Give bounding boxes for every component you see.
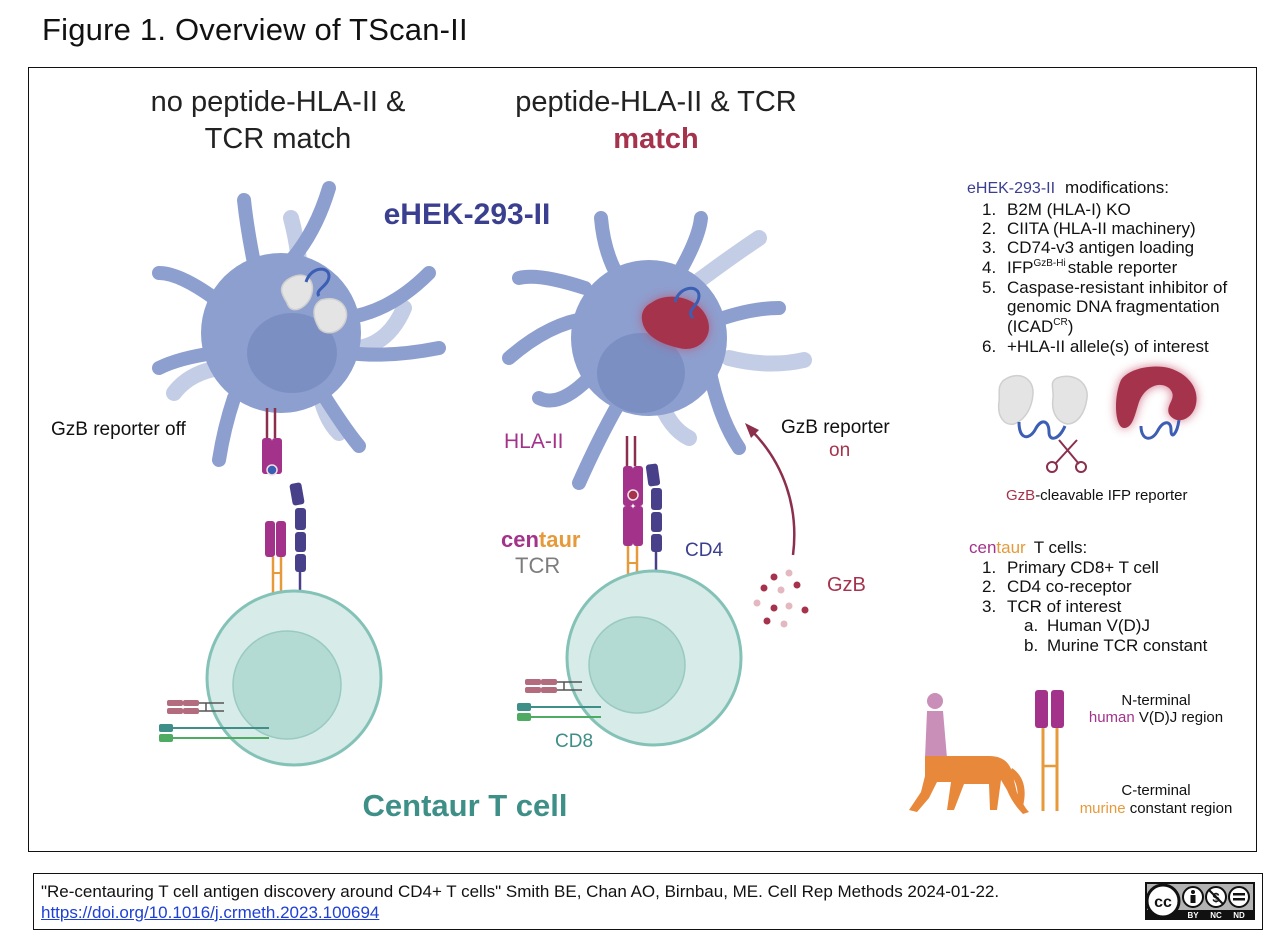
svg-text:2.: 2. bbox=[982, 219, 996, 238]
right-heading-match: match bbox=[613, 123, 698, 155]
gzb-reporter-off-label: GzB reporter off bbox=[51, 419, 187, 440]
svg-text:6.: 6. bbox=[982, 337, 996, 356]
cd4-left bbox=[289, 482, 306, 603]
cd8-label: CD8 bbox=[555, 731, 593, 752]
right-heading-line1: peptide-HLA-II & TCR bbox=[515, 86, 797, 118]
centaur-tcr-chain bbox=[1035, 690, 1064, 811]
svg-text:2.: 2. bbox=[982, 577, 996, 596]
gzb-label: GzB bbox=[827, 574, 866, 596]
cc-icon bbox=[1145, 883, 1181, 919]
tcr-label: TCR bbox=[515, 553, 560, 578]
svg-text:Primary CD8+ T cell: Primary CD8+ T cell bbox=[1007, 558, 1159, 577]
svg-text:(ICADCR): (ICADCR) bbox=[1007, 317, 1073, 336]
ehek-label: eHEK-293-II bbox=[384, 198, 551, 231]
cc-icon-text: cc bbox=[1154, 894, 1172, 911]
svg-text:5.: 5. bbox=[982, 278, 996, 297]
gzb-granules bbox=[753, 569, 809, 628]
svg-text:Caspase-resistant inhibitor of: Caspase-resistant inhibitor of bbox=[1007, 278, 1227, 297]
svg-text:Murine TCR constant: Murine TCR constant bbox=[1047, 636, 1208, 655]
figure-panel: no peptide-HLA-II & TCR match peptide-HL… bbox=[28, 67, 1257, 852]
svg-text:4.: 4. bbox=[982, 258, 996, 277]
hla-ii-left bbox=[262, 408, 282, 476]
centaur-tcr-label: centaur bbox=[501, 527, 581, 552]
ifp-reporter-illustration bbox=[997, 366, 1197, 473]
svg-text:ND: ND bbox=[1233, 911, 1245, 920]
hla-ii-label: HLA-II bbox=[504, 430, 564, 453]
gzb-arrow bbox=[750, 429, 796, 556]
scissors-icon bbox=[1046, 439, 1087, 473]
svg-text:3.: 3. bbox=[982, 597, 996, 616]
svg-text:1.: 1. bbox=[982, 558, 996, 577]
svg-text:CIITA (HLA-II machinery): CIITA (HLA-II machinery) bbox=[1007, 219, 1196, 238]
centaur-t-cell-label: Centaur T cell bbox=[363, 788, 568, 823]
t-cell-right bbox=[517, 569, 743, 747]
svg-text:CD74-v3 antigen loading: CD74-v3 antigen loading bbox=[1007, 238, 1194, 257]
n-terminal-line2: human V(D)J region bbox=[1089, 709, 1223, 726]
svg-text:+HLA-II allele(s) of interest: +HLA-II allele(s) of interest bbox=[1007, 337, 1209, 356]
citation-box: "Re-centauring T cell antigen discovery … bbox=[33, 873, 1263, 930]
svg-text:Human V(D)J: Human V(D)J bbox=[1047, 616, 1150, 635]
hla-ii-tcr-complex bbox=[623, 436, 643, 580]
svg-text:NC: NC bbox=[1210, 911, 1222, 920]
c-terminal-line1: C-terminal bbox=[1121, 782, 1190, 799]
cc-license-badge[interactable]: cc $ BY NC ND bbox=[1145, 882, 1255, 920]
centaur-figure bbox=[909, 693, 1029, 814]
svg-text:B2M (HLA-I) KO: B2M (HLA-I) KO bbox=[1007, 200, 1131, 219]
gzb-reporter-on-label: GzB reporter bbox=[781, 417, 890, 438]
figure-title: Figure 1. Overview of TScan-II bbox=[42, 12, 468, 47]
gzb-arrowhead bbox=[745, 423, 759, 438]
cd4-label: CD4 bbox=[685, 540, 723, 561]
svg-text:b.: b. bbox=[1024, 636, 1038, 655]
overview-diagram: no peptide-HLA-II & TCR match peptide-HL… bbox=[51, 86, 1233, 823]
c-terminal-line2: murine constant region bbox=[1080, 800, 1233, 817]
ehek-cell-left bbox=[152, 181, 446, 476]
svg-text:3.: 3. bbox=[982, 238, 996, 257]
svg-text:1.: 1. bbox=[982, 200, 996, 219]
t-cell-left bbox=[159, 589, 383, 767]
svg-text:BY: BY bbox=[1187, 911, 1199, 920]
gzb-on-label: on bbox=[829, 440, 850, 461]
svg-text:genomic DNA fragmentation: genomic DNA fragmentation bbox=[1007, 297, 1220, 316]
doi-link[interactable]: https://doi.org/10.1016/j.crmeth.2023.10… bbox=[41, 903, 380, 922]
left-heading-line1: no peptide-HLA-II & bbox=[151, 86, 406, 118]
svg-text:TCR of interest: TCR of interest bbox=[1007, 597, 1122, 616]
citation-text: "Re-centauring T cell antigen discovery … bbox=[41, 882, 1000, 901]
nd-icon bbox=[1228, 886, 1250, 908]
left-heading-line2: TCR match bbox=[205, 123, 352, 155]
ehek-cell-right bbox=[502, 211, 812, 490]
n-terminal-line1: N-terminal bbox=[1121, 692, 1190, 709]
cd4-right bbox=[645, 463, 662, 580]
svg-text:a.: a. bbox=[1024, 616, 1038, 635]
svg-text:CD4 co-receptor: CD4 co-receptor bbox=[1007, 577, 1132, 596]
reporter-caption: GzB-cleavable IFP reporter bbox=[1006, 487, 1187, 504]
